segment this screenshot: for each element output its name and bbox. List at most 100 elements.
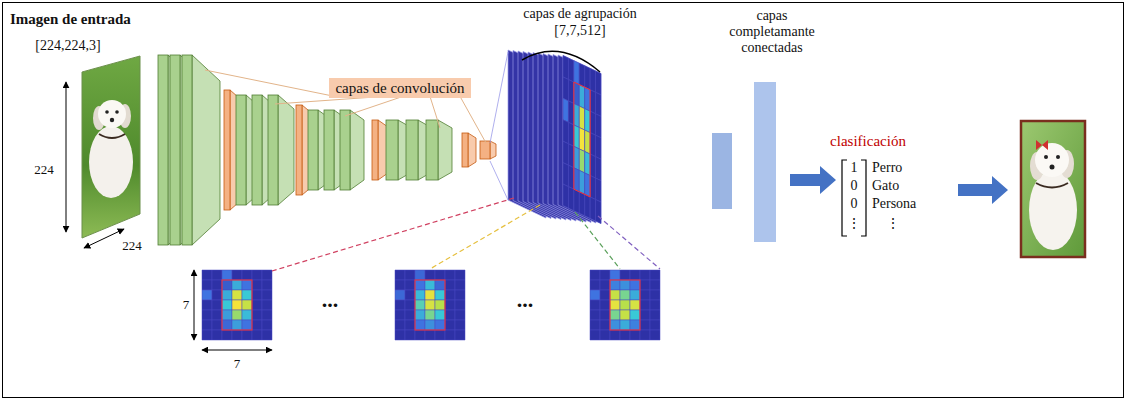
- heatmap-cell: [585, 194, 590, 218]
- slab-front: [224, 90, 230, 210]
- input-title: Imagen de entrada: [10, 11, 131, 28]
- heatmap-cell: [600, 280, 610, 290]
- heatmap-cell: [563, 141, 568, 165]
- heatmap-cell: [640, 310, 650, 320]
- heatmap-cell: [222, 300, 232, 310]
- heatmap-cell: [262, 280, 272, 290]
- heatmap-cell: [579, 128, 584, 152]
- heatmap-cell: [395, 310, 405, 320]
- slab-side: [168, 55, 196, 245]
- heatmap-cell: [212, 320, 222, 330]
- dashed-leader: [575, 212, 620, 269]
- dog-body: [89, 126, 133, 198]
- image-frame: [1021, 121, 1085, 257]
- convolution-slab: [268, 95, 294, 205]
- heatmap-cell: [590, 270, 600, 280]
- dashed-leader: [598, 216, 660, 269]
- slab-front: [324, 110, 334, 190]
- heatmap-cell: [590, 290, 600, 300]
- heatmap-cell: [620, 270, 630, 280]
- heatmap-cell: [620, 290, 630, 300]
- heatmap-cell: [242, 270, 252, 280]
- heatmap-cell: [262, 270, 272, 280]
- heatmap-cell: [579, 170, 584, 194]
- heatmap-cell: [574, 168, 579, 192]
- heatmap-cell: [405, 270, 415, 280]
- heatmap-cell: [563, 98, 568, 122]
- slab-side: [192, 55, 220, 245]
- heatmap-cell: [590, 154, 595, 178]
- heatmap-cell: [610, 280, 620, 290]
- heatmap-cell: [630, 290, 640, 300]
- dog-body: [1029, 170, 1077, 250]
- class-name: Persona: [872, 196, 916, 212]
- heatmap-cell: [232, 290, 242, 300]
- heatmap-cell: [620, 300, 630, 310]
- heatmap-cell: [435, 290, 445, 300]
- heatmap-cell: [568, 101, 573, 125]
- activation-map: [395, 270, 465, 340]
- dimension-arrow: [66, 82, 67, 232]
- heatmap-cell: [640, 270, 650, 280]
- heatmap-cell: [425, 310, 435, 320]
- class-name: Perro: [872, 160, 902, 176]
- slice-curve: [522, 51, 600, 72]
- dog-eye: [105, 110, 109, 114]
- heatmap-cell: [650, 270, 660, 280]
- heatmap-cell: [415, 310, 425, 320]
- heatmap-cell: [262, 330, 272, 340]
- vector-entry: ⋮: [847, 216, 861, 232]
- focus-box: [222, 280, 252, 330]
- pooling-slab: [480, 141, 496, 159]
- heatmap-cell: [630, 270, 640, 280]
- convolution-slab: [426, 120, 452, 180]
- heatmap-cell: [610, 270, 620, 280]
- heatmap-cell: [232, 310, 242, 320]
- heatmap-cell: [455, 280, 465, 290]
- heatmap-cell: [445, 330, 455, 340]
- pooling-shape: [7,7,512]: [554, 23, 605, 39]
- heatmap-cell: [202, 300, 212, 310]
- vector-bracket: [842, 160, 847, 236]
- heatmap-cell: [574, 61, 579, 85]
- dense-label: capas completamante conectadas: [729, 8, 815, 56]
- dense-layer: [754, 82, 776, 242]
- dog-head: [98, 100, 126, 128]
- heatmap-cell: [212, 300, 222, 310]
- slab-front: [236, 95, 246, 205]
- heatmap-cell: [568, 58, 573, 82]
- heatmap-cell: [445, 270, 455, 280]
- heatmap-cell: [455, 320, 465, 330]
- focus-box: [415, 280, 445, 330]
- heatmap-cell: [232, 300, 242, 310]
- heatmap-cell: [574, 189, 579, 213]
- slab-side: [278, 95, 294, 205]
- slab-front: [268, 95, 278, 205]
- heatmap-cell: [563, 56, 568, 80]
- heatmap-cell: [620, 330, 630, 340]
- heatmap-cell: [445, 300, 455, 310]
- heatmap-cell: [620, 320, 630, 330]
- class-name: Gato: [872, 178, 899, 194]
- projection-line: [490, 161, 508, 200]
- vector-entry: 1: [851, 160, 858, 176]
- heatmap-cell: [630, 330, 640, 340]
- heatmap-cell: [610, 330, 620, 340]
- heatmap-cell: [455, 300, 465, 310]
- heatmap-cell: [563, 163, 568, 187]
- dashed-leader: [430, 205, 540, 269]
- heatmap-cell: [252, 270, 262, 280]
- heatmap-cell: [455, 270, 465, 280]
- heatmap-cell: [600, 320, 610, 330]
- heatmap-cell: [579, 106, 584, 130]
- convolution-slab: [236, 95, 262, 205]
- heatmap-cell: [590, 133, 595, 157]
- heatmap-cell: [630, 300, 640, 310]
- heatmap-cell: [568, 187, 573, 211]
- slab-side: [350, 110, 364, 190]
- heatmap-cell: [445, 310, 455, 320]
- heatmap-cell: [242, 290, 252, 300]
- heatmap-cell: [590, 111, 595, 135]
- heatmap-cell: [568, 165, 573, 189]
- slab-front: [406, 120, 418, 180]
